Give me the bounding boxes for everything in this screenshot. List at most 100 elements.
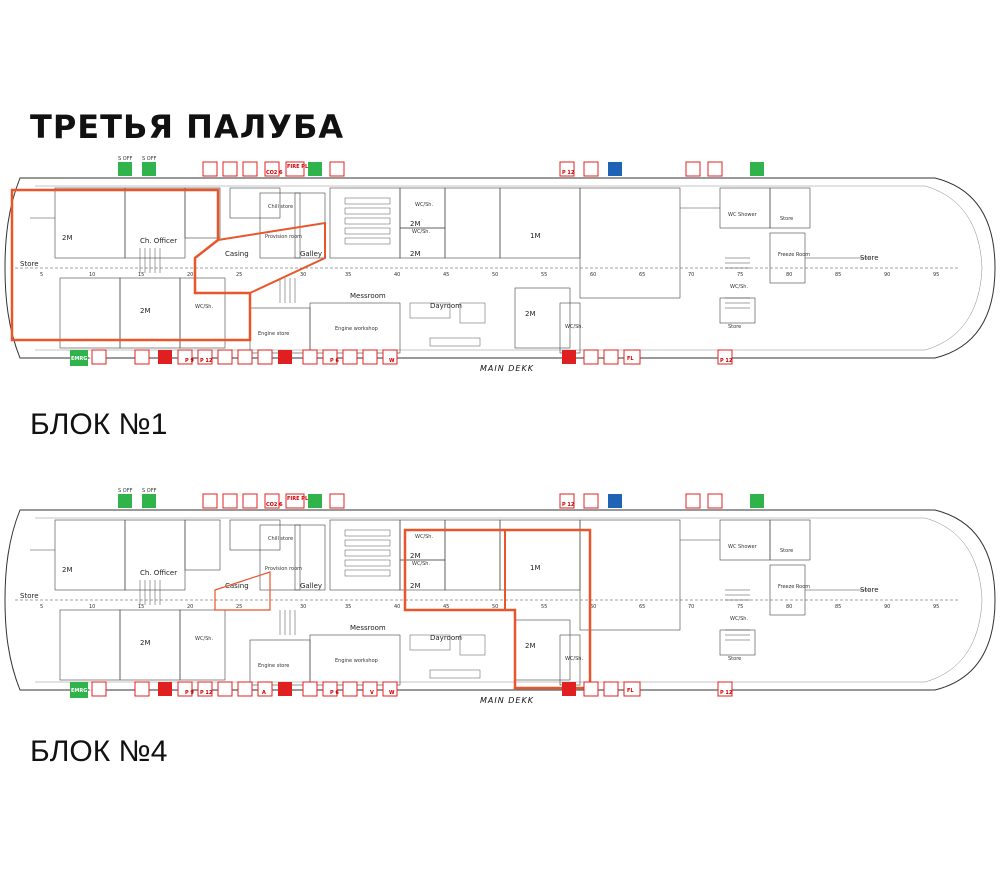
frame-label: 80 <box>786 604 792 610</box>
svg-text:P 12: P 12 <box>720 358 733 364</box>
deck-plan-2: 5 10 15 20 25 30 35 40 45 50 55 60 65 70… <box>4 488 996 705</box>
room-label: Store <box>20 260 39 268</box>
frame-label: 85 <box>835 604 841 610</box>
room-label: Messroom <box>350 624 386 632</box>
svg-text:P 12: P 12 <box>200 690 213 696</box>
warning-sign-icon <box>202 161 218 177</box>
room-label: 2M <box>140 307 151 315</box>
svg-text:P 9: P 9 <box>185 358 194 364</box>
frame-label: 10 <box>89 272 95 278</box>
room-label: Store <box>860 586 879 594</box>
frame-label: 75 <box>737 272 743 278</box>
room-label: Engine workshop <box>335 326 378 332</box>
room-label: 2M <box>62 566 73 574</box>
room-label: 2M <box>62 234 73 242</box>
room-label: Freeze Room <box>778 252 810 258</box>
svg-text:S OFF: S OFF <box>118 156 133 162</box>
room-label: 2M <box>410 552 421 560</box>
emergency-exit-icon <box>750 162 764 176</box>
frame-label: 95 <box>933 604 939 610</box>
room-label: WC/Sh. <box>412 561 430 567</box>
room-label: WC/Sh. <box>195 636 213 642</box>
svg-text:P 12: P 12 <box>562 502 575 508</box>
room-label: Galley <box>300 582 322 590</box>
frame-label: 80 <box>786 272 792 278</box>
room-label: WC/Sh. <box>412 229 430 235</box>
frame-number-labels: 5 10 15 20 25 30 35 40 45 50 55 60 65 70… <box>40 604 939 610</box>
fire-hydrant-icon <box>257 681 273 697</box>
room-label: Engine store <box>258 331 289 337</box>
frame-label: 55 <box>541 272 547 278</box>
block-label-1: БЛОК №1 <box>30 408 168 441</box>
room-label: Casing <box>225 582 249 590</box>
fire-hose-icon <box>302 681 318 697</box>
fire-hydrant-icon <box>382 349 398 365</box>
frame-label: 75 <box>737 604 743 610</box>
frame-label: 50 <box>492 604 498 610</box>
highlight-block-1-inner <box>217 221 326 294</box>
room-label: Engine workshop <box>335 658 378 664</box>
safety-signs-top: S OFF S OFF CO2 6 FIRE PLAN P 12 <box>118 488 764 509</box>
svg-text:S OFF: S OFF <box>142 156 157 162</box>
fire-hose-icon <box>329 493 345 509</box>
frame-label: 95 <box>933 272 939 278</box>
safety-signs-bottom: EMRG EXIT P 9 P 12 P 6 W FL P 1 <box>70 349 733 366</box>
foam-icon <box>623 349 641 365</box>
extinguisher-icon <box>717 681 733 697</box>
room-label: Dayroom <box>430 634 462 642</box>
valve-icon <box>707 493 723 509</box>
room-label: Galley <box>300 250 322 258</box>
room-label: 2M <box>525 310 536 318</box>
room-label: Store <box>780 548 793 554</box>
room-label: WC Shower <box>728 544 758 550</box>
frame-label: 30 <box>300 604 306 610</box>
room-label: WC/Sh. <box>565 656 583 662</box>
room-label: 1M <box>530 564 541 572</box>
fire-hydrant-icon <box>685 161 701 177</box>
frame-label: 30 <box>300 272 306 278</box>
room-label: Provision room <box>265 566 302 572</box>
fire-hydrant-icon <box>603 349 619 365</box>
svg-text:FL: FL <box>627 688 634 694</box>
room-label: WC/Sh. <box>415 202 433 208</box>
extinguisher-icon <box>177 681 193 697</box>
exit-sign-icon <box>118 162 132 176</box>
warning-sign-icon <box>222 493 238 509</box>
fire-alarm-button-icon <box>158 350 172 364</box>
room-label: Dayroom <box>430 302 462 310</box>
deck-name-label: MAIN DEKK <box>480 696 534 705</box>
frame-label: 90 <box>884 604 890 610</box>
svg-text:P 12: P 12 <box>562 170 575 176</box>
frame-label: 45 <box>443 272 449 278</box>
co2-extinguisher-icon <box>264 493 280 509</box>
frame-label: 70 <box>688 272 694 278</box>
room-label: 2M <box>410 582 421 590</box>
frame-label: 15 <box>138 272 144 278</box>
room-label: 2M <box>410 220 421 228</box>
fire-hose-icon <box>134 681 150 697</box>
co2-extinguisher-icon <box>264 161 280 177</box>
svg-text:EMRG EXIT: EMRG EXIT <box>71 356 102 362</box>
deck-name-label: MAIN DEKK <box>480 364 534 373</box>
emergency-exit-icon <box>70 350 88 366</box>
room-label: Engine store <box>258 663 289 669</box>
alarm-icon <box>583 493 599 509</box>
svg-text:S OFF: S OFF <box>142 488 157 494</box>
room-label: Store <box>860 254 879 262</box>
svg-text:P 9: P 9 <box>185 690 194 696</box>
fire-hose-icon <box>329 161 345 177</box>
highlight-block-4 <box>403 528 592 690</box>
frame-label: 60 <box>590 272 596 278</box>
room-label: WC/Sh. <box>195 304 213 310</box>
frame-label: 70 <box>688 604 694 610</box>
fire-alarm-button-icon <box>278 350 292 364</box>
eyewash-icon <box>308 162 322 176</box>
extinguisher-icon <box>177 349 193 365</box>
fire-alarm-button-icon <box>278 682 292 696</box>
fire-hydrant-icon <box>603 681 619 697</box>
extinguisher-icon <box>242 161 258 177</box>
extinguisher-icon <box>717 349 733 365</box>
extinguisher-icon <box>197 349 213 365</box>
extinguisher-icon <box>559 161 575 177</box>
